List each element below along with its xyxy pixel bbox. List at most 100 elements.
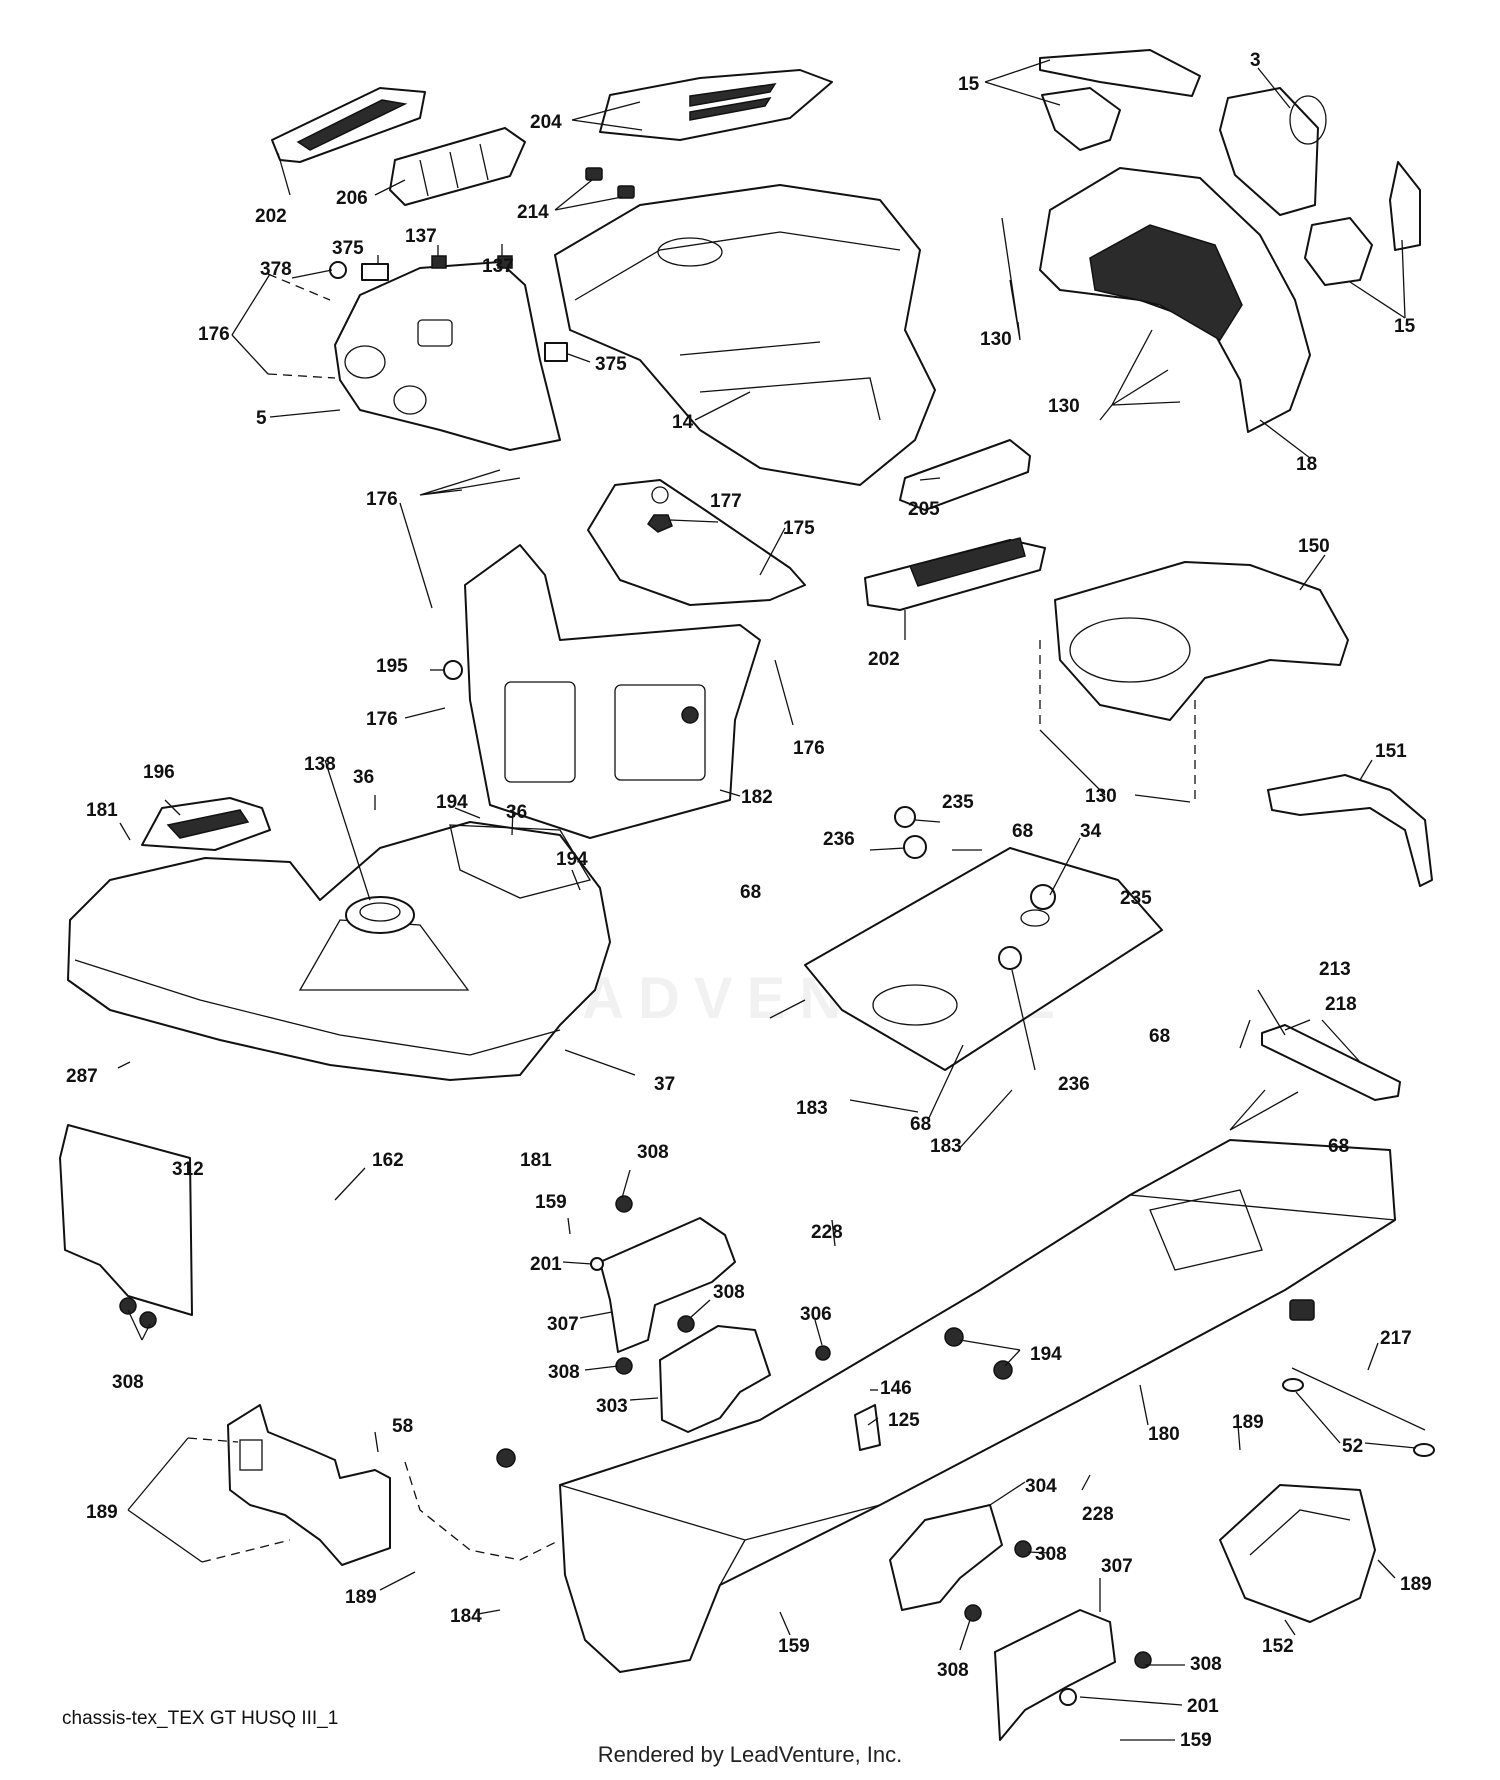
callout-205[interactable]: 205 xyxy=(908,499,940,520)
callout-58[interactable]: 58 xyxy=(392,1416,413,1437)
part-137-clip-b xyxy=(497,255,513,269)
callout-37[interactable]: 37 xyxy=(654,1074,675,1095)
callout-159-c[interactable]: 159 xyxy=(1180,1730,1212,1751)
part-375-pad-a xyxy=(361,263,389,281)
callout-189-b[interactable]: 189 xyxy=(1232,1412,1264,1433)
callout-189-d[interactable]: 189 xyxy=(345,1587,377,1608)
callout-176-a[interactable]: 176 xyxy=(198,324,230,345)
callout-152[interactable]: 152 xyxy=(1262,1636,1294,1657)
callout-202-b[interactable]: 202 xyxy=(868,649,900,670)
callout-183-b[interactable]: 183 xyxy=(930,1136,962,1157)
callout-52[interactable]: 52 xyxy=(1342,1436,1363,1457)
callout-150[interactable]: 150 xyxy=(1298,536,1330,557)
part-201-washer xyxy=(1059,1688,1077,1706)
callout-15-b[interactable]: 15 xyxy=(1394,316,1416,337)
part-52-bushing-b xyxy=(1413,1443,1435,1457)
callout-218[interactable]: 218 xyxy=(1325,994,1357,1015)
callout-68-a[interactable]: 68 xyxy=(1012,821,1033,842)
callout-176-d[interactable]: 176 xyxy=(793,738,825,759)
callout-68-b[interactable]: 68 xyxy=(740,882,761,903)
callout-14[interactable]: 14 xyxy=(672,412,694,433)
callout-3[interactable]: 3 xyxy=(1250,50,1261,71)
callout-151[interactable]: 151 xyxy=(1375,741,1407,762)
callout-378[interactable]: 378 xyxy=(260,259,292,280)
callout-182[interactable]: 182 xyxy=(741,787,773,808)
callout-194-a[interactable]: 194 xyxy=(436,792,468,813)
diagram-identifier: chassis-tex_TEX GT HUSQ III_1 xyxy=(62,1708,339,1729)
callout-375-a[interactable]: 375 xyxy=(332,238,364,259)
callout-217[interactable]: 217 xyxy=(1380,1328,1412,1349)
callout-287[interactable]: 287 xyxy=(66,1066,98,1087)
callout-235-a[interactable]: 235 xyxy=(942,792,974,813)
callout-312[interactable]: 312 xyxy=(172,1159,204,1180)
callout-68-c[interactable]: 68 xyxy=(1149,1026,1170,1047)
part-177-nut xyxy=(646,514,673,533)
callout-159-a[interactable]: 159 xyxy=(535,1192,567,1213)
callout-202-a[interactable]: 202 xyxy=(255,206,287,227)
part-308-nut-d xyxy=(677,1315,695,1333)
callout-176-b[interactable]: 176 xyxy=(366,489,398,510)
callout-206[interactable]: 206 xyxy=(336,188,368,209)
callout-159-b[interactable]: 159 xyxy=(778,1636,810,1657)
callout-194-c[interactable]: 194 xyxy=(1030,1344,1062,1365)
callout-308-e[interactable]: 308 xyxy=(1035,1544,1067,1565)
callout-183-a[interactable]: 183 xyxy=(796,1098,828,1119)
callout-189-c[interactable]: 189 xyxy=(1400,1574,1432,1595)
callout-236-b[interactable]: 236 xyxy=(1058,1074,1090,1095)
callout-162[interactable]: 162 xyxy=(372,1150,404,1171)
part-180-hitch-box xyxy=(1149,1189,1263,1271)
callout-137-b[interactable]: 137 xyxy=(482,256,514,277)
callout-36-b[interactable]: 36 xyxy=(506,802,527,823)
callout-201-b[interactable]: 201 xyxy=(1187,1696,1219,1717)
callout-181-a[interactable]: 181 xyxy=(86,800,118,821)
callout-213[interactable]: 213 xyxy=(1319,959,1351,980)
callout-130-b[interactable]: 130 xyxy=(1048,396,1080,417)
callout-34[interactable]: 34 xyxy=(1080,821,1102,842)
callout-138[interactable]: 138 xyxy=(304,754,336,775)
callout-130-c[interactable]: 130 xyxy=(1085,786,1117,807)
part-307-cover-lower xyxy=(994,1609,1116,1741)
callout-195[interactable]: 195 xyxy=(376,656,408,677)
callout-5[interactable]: 5 xyxy=(256,408,267,429)
callout-307-b[interactable]: 307 xyxy=(1101,1556,1133,1577)
callout-68-e[interactable]: 68 xyxy=(1328,1136,1349,1157)
callout-130-a[interactable]: 130 xyxy=(980,329,1012,350)
callout-308-a[interactable]: 308 xyxy=(637,1142,669,1163)
callout-204[interactable]: 204 xyxy=(530,112,562,133)
callout-184[interactable]: 184 xyxy=(450,1606,482,1627)
callout-177[interactable]: 177 xyxy=(710,491,742,512)
callout-201-a[interactable]: 201 xyxy=(530,1254,562,1275)
callout-176-c[interactable]: 176 xyxy=(366,709,398,730)
callout-308-f[interactable]: 308 xyxy=(1190,1654,1222,1675)
callout-15-a[interactable]: 15 xyxy=(958,74,980,95)
callout-304[interactable]: 304 xyxy=(1025,1476,1057,1497)
callout-137-a[interactable]: 137 xyxy=(405,226,437,247)
callout-175[interactable]: 175 xyxy=(783,518,815,539)
part-235-spacer-b xyxy=(1030,884,1056,910)
callout-189-a[interactable]: 189 xyxy=(86,1502,118,1523)
part-201-washer-upper xyxy=(590,1257,604,1271)
part-217-rod xyxy=(1291,1367,1426,1431)
callout-306[interactable]: 306 xyxy=(800,1304,832,1325)
callout-228-a[interactable]: 228 xyxy=(811,1222,843,1243)
callout-194-b[interactable]: 194 xyxy=(556,849,588,870)
callout-18[interactable]: 18 xyxy=(1296,454,1317,475)
callout-308-d[interactable]: 308 xyxy=(112,1372,144,1393)
callout-375-b[interactable]: 375 xyxy=(595,354,627,375)
callout-36-a[interactable]: 36 xyxy=(353,767,374,788)
callout-146[interactable]: 146 xyxy=(880,1378,912,1399)
callout-308-c[interactable]: 308 xyxy=(548,1362,580,1383)
callout-125[interactable]: 125 xyxy=(888,1410,920,1431)
callout-228-b[interactable]: 228 xyxy=(1082,1504,1114,1525)
callout-214[interactable]: 214 xyxy=(517,202,549,223)
callout-235-b[interactable]: 235 xyxy=(1120,888,1152,909)
callout-308-b[interactable]: 308 xyxy=(713,1282,745,1303)
callout-181-b[interactable]: 181 xyxy=(520,1150,552,1171)
callout-307-a[interactable]: 307 xyxy=(547,1314,579,1335)
callout-308-g[interactable]: 308 xyxy=(937,1660,969,1681)
callout-236-a[interactable]: 236 xyxy=(823,829,855,850)
callout-303[interactable]: 303 xyxy=(596,1396,628,1417)
callout-180[interactable]: 180 xyxy=(1148,1424,1180,1445)
callout-196[interactable]: 196 xyxy=(143,762,175,783)
callout-68-d[interactable]: 68 xyxy=(910,1114,931,1135)
